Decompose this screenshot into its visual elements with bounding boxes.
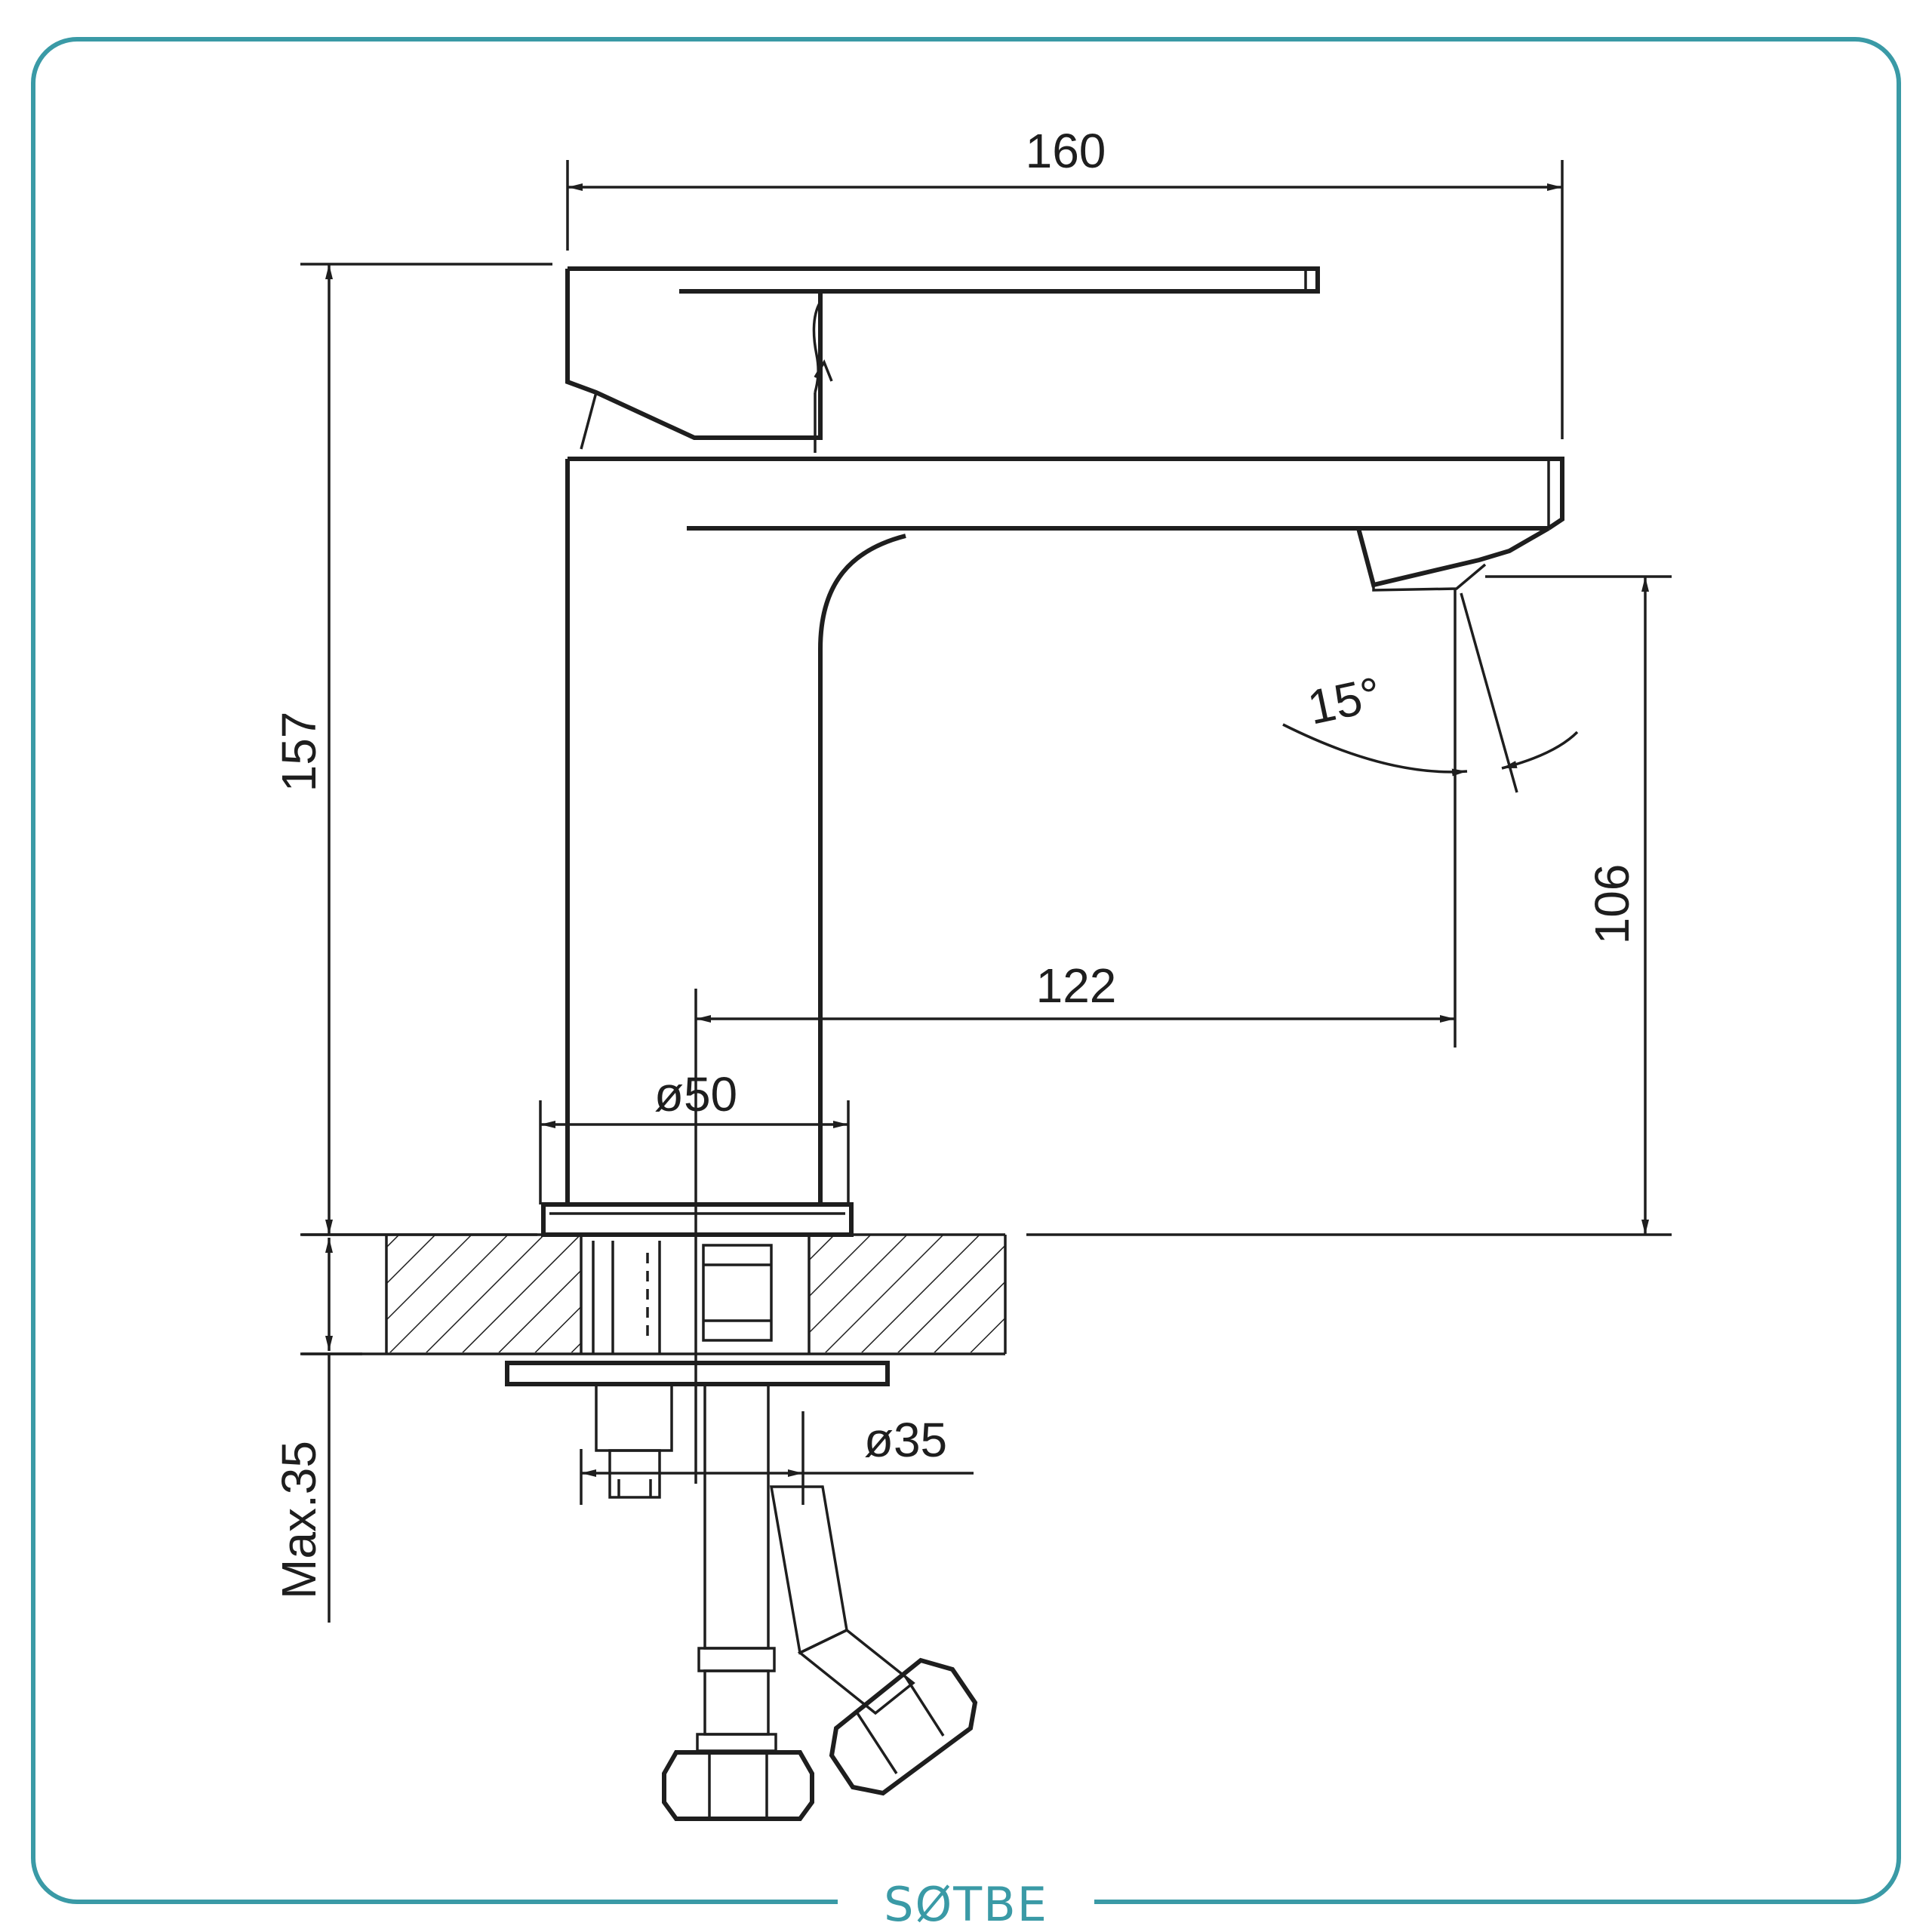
dim-length-label: 160 — [1026, 124, 1106, 178]
dim-max-thickness-label: Max.35 — [272, 1441, 326, 1599]
under-counter-parts — [505, 1241, 978, 1821]
dim-height-label: 157 — [272, 712, 326, 792]
outer-frame — [31, 37, 1901, 1904]
countertop — [302, 1233, 1672, 1355]
dim-spout-height-label: 106 — [1585, 864, 1639, 945]
dim-base-diameter-label: ø50 — [654, 1067, 737, 1121]
faucet-body — [541, 457, 1564, 1237]
brand-logo: SØTBE — [884, 1877, 1048, 1932]
dimension-lines — [300, 160, 1672, 1623]
dim-shank-diameter-label: ø35 — [864, 1413, 947, 1467]
brand-gap — [838, 1887, 1094, 1917]
dim-angle-label: 15° — [1303, 666, 1386, 735]
lever-handle — [565, 266, 1320, 453]
dim-reach-label: 122 — [1036, 958, 1117, 1013]
